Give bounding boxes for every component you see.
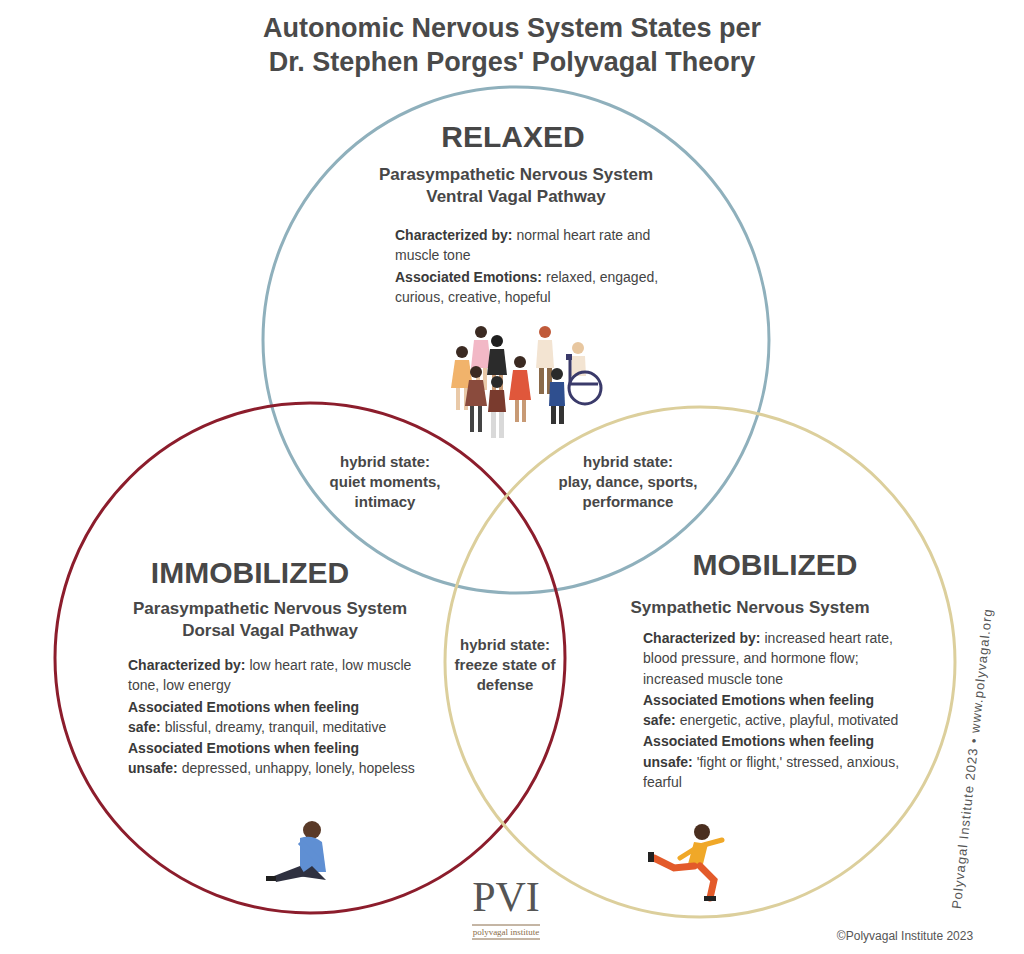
body-line: Associated Emotions when feeling safe:bl… xyxy=(128,697,428,738)
hybrid-heading: hybrid state: xyxy=(533,452,723,472)
circle-stroke xyxy=(263,87,769,593)
body-line: Associated Emotions:relaxed, engaged, cu… xyxy=(395,267,670,308)
sitting-person xyxy=(266,821,326,882)
body-line: Characterized by:increased heart rate, b… xyxy=(643,628,908,689)
circle-outline xyxy=(260,84,772,596)
body-key: Associated Emotions: xyxy=(395,269,542,285)
body-line: Associated Emotions when feeling unsafe:… xyxy=(643,731,908,792)
body-value: energetic, active, playful, motivated xyxy=(680,712,899,728)
running-person xyxy=(648,824,722,901)
logo-mark: PVI xyxy=(446,876,566,918)
body-value: depressed, unhappy, lonely, hopeless xyxy=(182,760,415,776)
copyright: ©Polyvagal Institute 2023 xyxy=(820,930,990,942)
body-key: Characterized by: xyxy=(395,227,512,243)
body-line: Associated Emotions when feeling unsafe:… xyxy=(128,738,428,779)
body-line: Characterized by:normal heart rate and m… xyxy=(395,225,670,266)
state-heading: RELAXED xyxy=(441,120,584,154)
people-group xyxy=(451,326,601,438)
logo-subtitle: polyvagal institute xyxy=(446,927,566,938)
state-heading: MOBILIZED xyxy=(693,548,858,582)
diagram-title: Autonomic Nervous System States per Dr. … xyxy=(192,12,832,80)
body-line: Associated Emotions when feeling safe:en… xyxy=(643,690,908,731)
circle-stroke xyxy=(445,407,955,917)
body-line: Characterized by:low heart rate, low mus… xyxy=(128,655,428,696)
relaxed-circle: RELAXED Parasympathetic Nervous System Ve… xyxy=(260,84,772,596)
body-key: Characterized by: xyxy=(128,657,245,673)
state-heading: IMMOBILIZED xyxy=(151,556,349,590)
body-key: Characterized by: xyxy=(643,630,760,646)
hybrid-heading: hybrid state: xyxy=(315,452,455,472)
state-body: Characterized by:normal heart rate and m… xyxy=(395,225,670,308)
hybrid-heading: hybrid state: xyxy=(450,635,560,655)
circle-stroke xyxy=(55,403,565,913)
hybrid-text: quiet moments, intimacy xyxy=(315,472,455,513)
hybrid-text: play, dance, sports, performance xyxy=(538,472,718,513)
system-subheading: Parasympathetic Nervous System Dorsal Va… xyxy=(115,598,425,642)
hybrid-text: freeze state of defense xyxy=(450,655,560,696)
system-subheading: Sympathetic Nervous System xyxy=(605,597,895,619)
state-body: Characterized by:increased heart rate, b… xyxy=(643,628,908,793)
body-value: blissful, dreamy, tranquil, meditative xyxy=(165,719,387,735)
state-body: Characterized by:low heart rate, low mus… xyxy=(128,655,428,780)
system-subheading: Parasympathetic Nervous System Ventral V… xyxy=(361,164,671,208)
